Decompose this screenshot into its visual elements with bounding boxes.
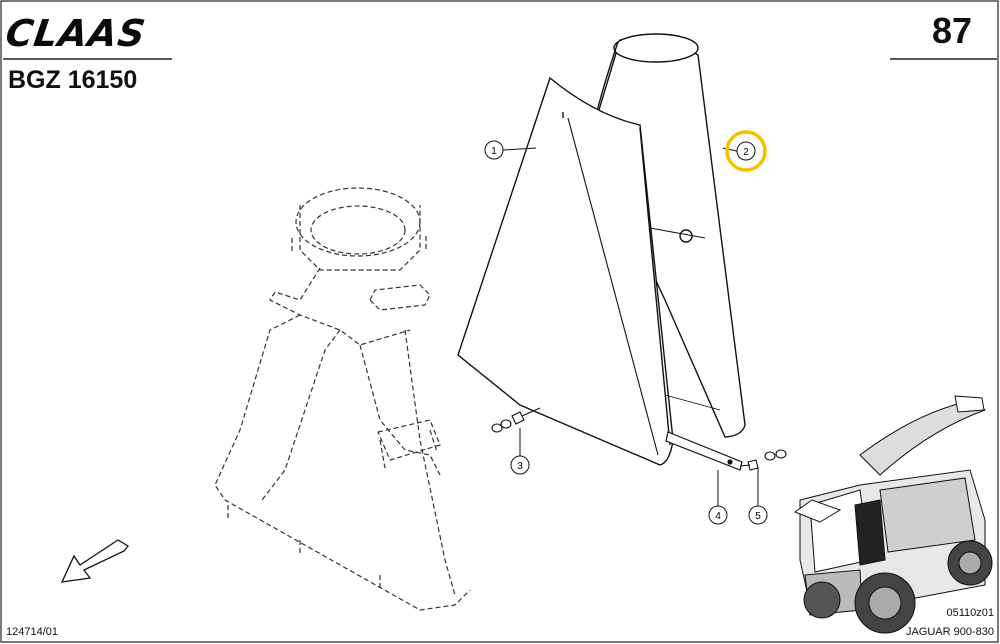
callout-1-circle: [484, 140, 504, 160]
callout-2: 2: [725, 130, 767, 172]
direction-arrow-icon: [60, 539, 129, 583]
fixing-strip: [665, 431, 743, 471]
bolt-set-right: [739, 449, 787, 471]
callout-3-label: 3: [517, 461, 523, 472]
harvester-locator-icon: [793, 395, 993, 634]
support-stand-outline: [214, 187, 471, 611]
cone-shield: [457, 33, 746, 466]
callout-1-label: 1: [491, 146, 497, 157]
callout-4-label: 4: [715, 511, 721, 522]
callout-3: 3: [510, 455, 530, 475]
callout-2-highlight-ring: [725, 130, 767, 172]
model-designation: JAGUAR 900-830: [905, 626, 994, 638]
drawing-code: 05110z01: [946, 607, 994, 619]
callout-4-circle: [708, 505, 728, 525]
callout-2-label: 2: [743, 147, 749, 158]
callout-3-circle: [510, 455, 530, 475]
callout-1: 1: [484, 140, 504, 160]
callout-5: 5: [748, 505, 768, 525]
claas-logo: CLAAS: [2, 12, 149, 55]
callout-5-label: 5: [755, 511, 761, 522]
figure-number: 124714/01: [6, 626, 58, 638]
callout-5-circle: [748, 505, 768, 525]
callout-4: 4: [708, 505, 728, 525]
page-number: 87: [931, 10, 972, 51]
bolt-set-left: [491, 407, 541, 433]
group-code: BGZ 16150: [8, 66, 138, 94]
callout-2-circle: [736, 141, 756, 161]
